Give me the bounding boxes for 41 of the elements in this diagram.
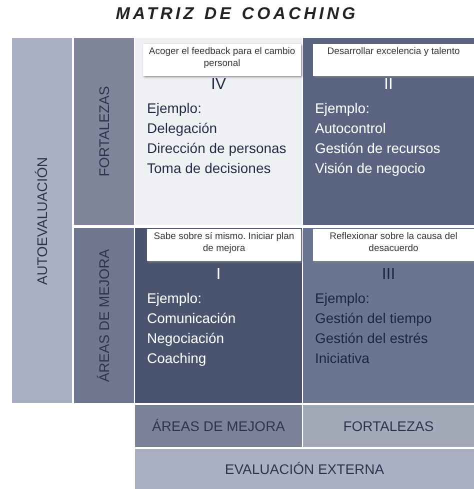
axis-band: [12, 38, 72, 403]
example-item: Negociación: [147, 329, 224, 348]
example-item: Autocontrol: [315, 119, 386, 138]
caption-box: Reflexionar sobre la causa del desacuerdo: [313, 229, 474, 261]
example-item: Dirección de personas: [147, 139, 286, 158]
axis-label: ÁREAS DE MEJORA: [96, 248, 112, 382]
roman-numeral: II: [383, 75, 394, 95]
quadrant-panel: [303, 38, 474, 225]
example-heading: Ejemplo:: [147, 99, 202, 118]
example-item: Toma de decisiones: [147, 159, 271, 178]
caption-box: Desarrollar excelencia y talento: [313, 44, 474, 76]
example-item: Gestión del tiempo: [315, 309, 432, 328]
roman-numeral: IV: [210, 75, 228, 95]
axis-label: EVALUACIÓN EXTERNA: [224, 461, 384, 477]
quadrant-panel: [135, 228, 302, 403]
caption-box: Acoger el feedback para el cambio personal: [143, 44, 301, 76]
quadrant-panel: [303, 228, 474, 403]
roman-numeral: I: [215, 265, 222, 285]
example-heading: Ejemplo:: [147, 289, 202, 308]
axis-label: AUTOEVALUACIÓN: [34, 156, 50, 284]
quadrant-panel: [135, 38, 302, 225]
example-item: Visión de negocio: [315, 159, 426, 178]
example-item: Gestión de recursos: [315, 139, 440, 158]
axis-band: [74, 228, 134, 403]
axis-label: FORTALEZAS: [96, 86, 112, 177]
example-item: Delegación: [147, 119, 218, 138]
example-heading: Ejemplo:: [315, 289, 370, 308]
axis-label: FORTALEZAS: [343, 418, 434, 434]
diagram-title: MATRIZ DE COACHING: [114, 4, 360, 24]
example-item: Iniciativa: [315, 349, 370, 368]
example-item: Coaching: [147, 349, 206, 368]
axis-band: [303, 405, 474, 447]
axis-label: ÁREAS DE MEJORA: [152, 418, 286, 434]
example-item: Comunicación: [147, 309, 236, 328]
axis-band: [135, 449, 474, 489]
axis-band: [135, 405, 302, 447]
example-item: Gestión del estrés: [315, 329, 428, 348]
axis-band: [74, 38, 134, 225]
example-heading: Ejemplo:: [315, 99, 370, 118]
roman-numeral: III: [380, 265, 396, 285]
caption-box: Sabe sobre sí mismo. Iniciar plan de mejora: [147, 229, 301, 261]
